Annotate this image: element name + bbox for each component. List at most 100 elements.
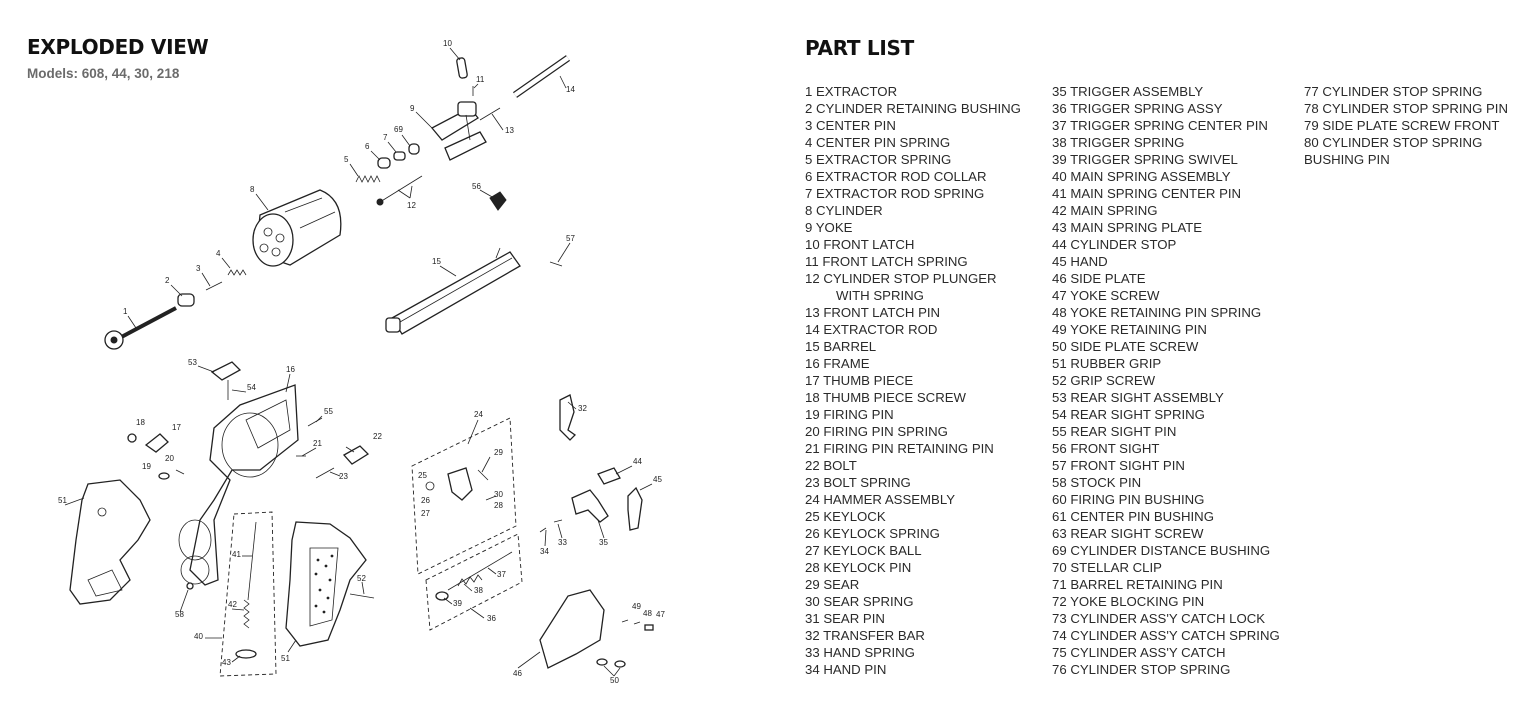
list-item: 76 CYLINDER STOP SPRING: [1052, 662, 1231, 677]
list-item: 42 MAIN SPRING: [1052, 203, 1158, 218]
part-trigger-spring-assembly: [425, 533, 523, 631]
svg-text:50: 50: [610, 676, 619, 685]
list-item: 31 SEAR PIN: [805, 611, 885, 626]
svg-text:25: 25: [418, 471, 427, 480]
list-item: 49 YOKE RETAINING PIN: [1052, 322, 1207, 337]
part-list-column-1: 1 EXTRACTOR 2 CYLINDER RETAINING BUSHING…: [805, 83, 1021, 678]
svg-text:48: 48: [643, 609, 652, 618]
part-barrel: [385, 247, 521, 335]
part-hand-spring-pin: [539, 519, 563, 533]
part-main-spring-assembly: [219, 511, 277, 677]
svg-text:26: 26: [421, 496, 430, 505]
svg-text:46: 46: [513, 669, 522, 678]
svg-text:11: 11: [476, 75, 485, 84]
list-item: 29 SEAR: [805, 577, 860, 592]
list-item: 20 FIRING PIN SPRING: [805, 424, 948, 439]
svg-text:49: 49: [632, 602, 641, 611]
exploded-view-panel: EXPLODED VIEW Models: 608, 44, 30, 218: [27, 35, 665, 685]
list-item: 79 SIDE PLATE SCREW FRONT: [1304, 118, 1500, 133]
list-item: 32 TRANSFER BAR: [805, 628, 925, 643]
svg-text:15: 15: [432, 257, 441, 266]
svg-text:69: 69: [394, 125, 403, 134]
list-item: 3 CENTER PIN: [805, 118, 896, 133]
list-item: 61 CENTER PIN BUSHING: [1052, 509, 1214, 524]
part-extractor-rod-parts: [355, 143, 423, 206]
list-item: 24 HAMMER ASSEMBLY: [805, 492, 955, 507]
list-item: 50 SIDE PLATE SCREW: [1052, 339, 1199, 354]
list-item: 57 FRONT SIGHT PIN: [1052, 458, 1185, 473]
svg-text:28: 28: [494, 501, 503, 510]
list-item: 9 YOKE: [805, 220, 853, 235]
part-extractor-rod: [512, 55, 571, 98]
part-firing-pin: [158, 469, 185, 480]
list-item: 39 TRIGGER SPRING SWIVEL: [1052, 152, 1238, 167]
list-item: 4 CENTER PIN SPRING: [805, 135, 951, 150]
list-item: 10 FRONT LATCH: [805, 237, 915, 252]
list-item: 71 BARREL RETAINING PIN: [1052, 577, 1223, 592]
list-item: 58 STOCK PIN: [1052, 475, 1142, 490]
svg-text:24: 24: [474, 410, 483, 419]
list-item: 69 CYLINDER DISTANCE BUSHING: [1052, 543, 1271, 558]
exploded-diagram: 10 11 14 9 13 69 7 6 5 12 56 8 57 4 15 3…: [58, 39, 665, 685]
svg-text:36: 36: [487, 614, 496, 623]
part-list-column-2: 35 TRIGGER ASSEMBLY 36 TRIGGER SPRING AS…: [1052, 83, 1280, 678]
list-item: 13 FRONT LATCH PIN: [805, 305, 941, 320]
svg-text:53: 53: [188, 358, 197, 367]
list-item: 51 RUBBER GRIP: [1052, 356, 1162, 371]
list-item: 80 CYLINDER STOP SPRING: [1304, 135, 1483, 150]
list-item: 44 CYLINDER STOP: [1052, 237, 1177, 252]
svg-text:57: 57: [566, 234, 575, 243]
svg-text:22: 22: [373, 432, 382, 441]
part-list-title: PART LIST: [805, 36, 914, 60]
list-item: 38 TRIGGER SPRING: [1052, 135, 1185, 150]
svg-text:33: 33: [558, 538, 567, 547]
list-item: 26 KEYLOCK SPRING: [805, 526, 940, 541]
svg-text:54: 54: [247, 383, 256, 392]
svg-text:34: 34: [540, 547, 549, 556]
list-item: 75 CYLINDER ASS'Y CATCH: [1052, 645, 1226, 660]
list-item: 56 FRONT SIGHT: [1052, 441, 1160, 456]
list-item: 41 MAIN SPRING CENTER PIN: [1052, 186, 1242, 201]
svg-text:18: 18: [136, 418, 145, 427]
list-item: 21 FIRING PIN RETAINING PIN: [805, 441, 994, 456]
part-transfer-bar: [559, 394, 577, 441]
part-front-sight-pin: [549, 261, 563, 267]
svg-text:13: 13: [505, 126, 514, 135]
part-cylinder-stop: [597, 467, 621, 485]
part-trigger-assembly: [571, 489, 609, 523]
list-item: 53 REAR SIGHT ASSEMBLY: [1052, 390, 1224, 405]
svg-text:51: 51: [281, 654, 290, 663]
list-item: 17 THUMB PIECE: [805, 373, 914, 388]
svg-text:19: 19: [142, 462, 151, 471]
svg-text:20: 20: [165, 454, 174, 463]
svg-text:27: 27: [421, 509, 430, 518]
list-item: 52 GRIP SCREW: [1052, 373, 1156, 388]
svg-text:8: 8: [250, 185, 255, 194]
part-cylinder: [252, 189, 342, 267]
svg-text:40: 40: [194, 632, 203, 641]
part-front-latch: [456, 57, 468, 79]
svg-text:4: 4: [216, 249, 221, 258]
part-yoke-screw-pins: [621, 619, 654, 631]
part-list-column-3: 77 CYLINDER STOP SPRING 78 CYLINDER STOP…: [1304, 83, 1508, 168]
list-item: 36 TRIGGER SPRING ASSY: [1052, 101, 1223, 116]
part-rubber-grip-left: [69, 479, 151, 605]
exploded-view-title: EXPLODED VIEW: [27, 35, 209, 59]
list-item: 34 HAND PIN: [805, 662, 887, 677]
list-item: 37 TRIGGER SPRING CENTER PIN: [1052, 118, 1268, 133]
part-yoke: [430, 101, 501, 161]
svg-text:44: 44: [633, 457, 642, 466]
list-item: 1 EXTRACTOR: [805, 84, 898, 99]
list-item: 46 SIDE PLATE: [1052, 271, 1146, 286]
list-item: 23 BOLT SPRING: [805, 475, 911, 490]
list-item: 28 KEYLOCK PIN: [805, 560, 912, 575]
list-item: 54 REAR SIGHT SPRING: [1052, 407, 1205, 422]
svg-text:51: 51: [58, 496, 67, 505]
list-item: 30 SEAR SPRING: [805, 594, 914, 609]
list-item: 78 CYLINDER STOP SPRING PIN: [1304, 101, 1508, 116]
list-item: 18 THUMB PIECE SCREW: [805, 390, 966, 405]
svg-text:42: 42: [228, 600, 237, 609]
list-item: 70 STELLAR CLIP: [1052, 560, 1162, 575]
svg-text:2: 2: [165, 276, 170, 285]
svg-text:55: 55: [324, 407, 333, 416]
